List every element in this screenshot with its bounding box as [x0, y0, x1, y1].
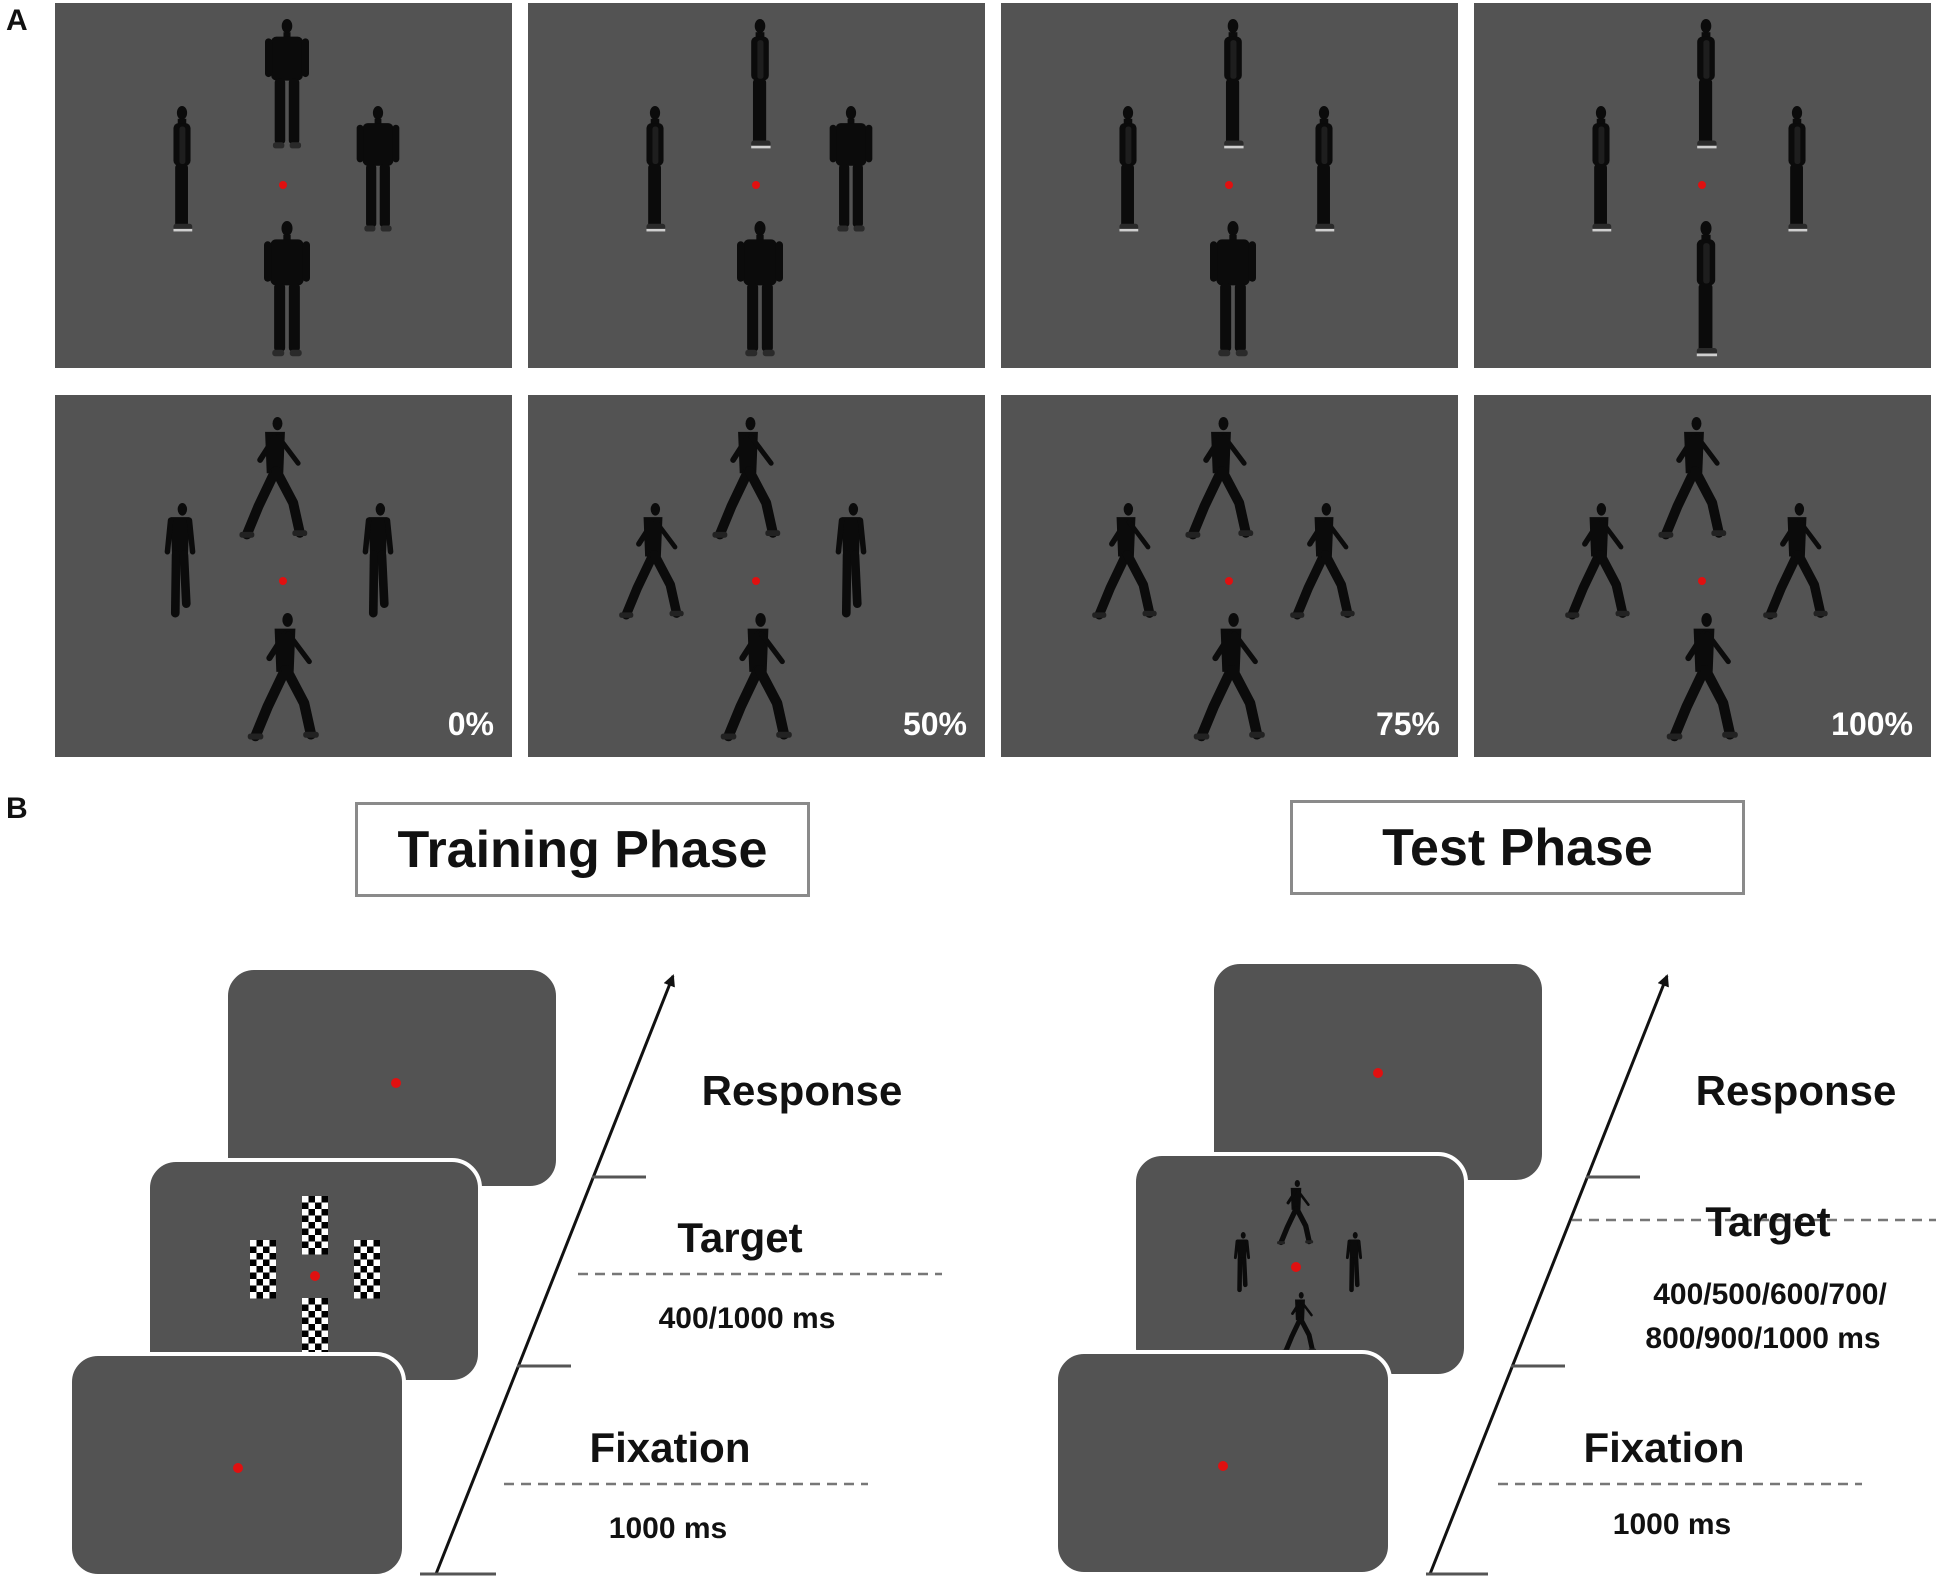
duration-label: 1000 ms — [1613, 1508, 1731, 1541]
duration-label: 400/1000 ms — [659, 1302, 836, 1335]
fixation-dot — [1698, 577, 1706, 585]
person-silhouette — [1658, 417, 1727, 540]
figures-svg — [619, 417, 867, 742]
panel-a-label: A — [6, 4, 28, 37]
panel-b-label: B — [6, 792, 28, 825]
training-response-screen — [224, 966, 560, 1190]
person-silhouette — [362, 503, 394, 618]
person-silhouette — [1697, 19, 1717, 149]
duration-label: 800/900/1000 ms — [1645, 1322, 1880, 1355]
person-silhouette — [1290, 503, 1355, 620]
stage-label: Response — [702, 1067, 903, 1114]
fixation-dot — [752, 577, 760, 585]
person-silhouette — [720, 613, 792, 742]
person-silhouette — [356, 106, 400, 232]
stimulus-walking-0: 0% — [55, 395, 512, 757]
fixation-dot — [1698, 181, 1706, 189]
stage-label: Target — [1705, 1198, 1830, 1245]
person-silhouette — [264, 221, 310, 357]
fixation-dot — [1225, 181, 1233, 189]
figures-svg — [1592, 19, 1808, 357]
duration-label: 1000 ms — [609, 1512, 727, 1545]
person-silhouette — [1193, 613, 1265, 742]
stimulus-static-0 — [55, 3, 512, 368]
person-silhouette — [1763, 503, 1828, 620]
person-silhouette — [1185, 417, 1254, 540]
stimulus-walking-75: 75% — [1001, 395, 1458, 757]
figures-svg — [164, 417, 394, 742]
person-silhouette — [737, 221, 783, 357]
fixation-dot — [1225, 577, 1233, 585]
figures-svg — [1565, 417, 1828, 742]
person-silhouette — [1696, 221, 1718, 357]
person-silhouette — [751, 19, 771, 149]
person-silhouette — [1119, 106, 1139, 232]
stage-label: Fixation — [1583, 1424, 1744, 1471]
person-silhouette — [173, 106, 193, 232]
figures-svg — [173, 19, 400, 357]
person-silhouette — [829, 106, 873, 232]
person-silhouette — [1565, 503, 1630, 620]
person-silhouette — [1666, 613, 1738, 742]
person-silhouette — [619, 503, 684, 620]
person-silhouette — [247, 613, 319, 742]
training-fixation-screen — [68, 1352, 406, 1578]
training-target-screen — [146, 1158, 482, 1384]
person-silhouette — [1592, 106, 1612, 232]
percent-label: 0% — [447, 706, 494, 742]
person-silhouette — [1224, 19, 1244, 149]
figures-svg — [646, 19, 873, 357]
person-silhouette — [164, 503, 196, 618]
test-response-screen — [1210, 960, 1546, 1184]
person-silhouette — [712, 417, 781, 540]
person-silhouette — [835, 503, 867, 618]
person-silhouette — [265, 19, 309, 149]
stage-label: Target — [677, 1214, 802, 1261]
stage-label: Response — [1696, 1067, 1897, 1114]
person-silhouette — [1788, 106, 1808, 232]
percent-label: 50% — [902, 706, 967, 742]
person-silhouette — [1315, 106, 1335, 232]
figures-svg — [1092, 417, 1355, 742]
training-phase-title: Training Phase — [355, 802, 810, 897]
person-silhouette — [646, 106, 666, 232]
stimulus-walking-100: 100% — [1474, 395, 1931, 757]
percent-label: 75% — [1375, 706, 1440, 742]
test-fixation-screen — [1054, 1350, 1392, 1576]
person-silhouette — [1210, 221, 1256, 357]
fixation-dot — [279, 577, 287, 585]
figures-svg — [1119, 19, 1335, 357]
stimulus-static-75 — [1001, 3, 1458, 368]
stimulus-static-100 — [1474, 3, 1931, 368]
stimulus-walking-50: 50% — [528, 395, 985, 757]
fixation-dot — [752, 181, 760, 189]
stage-label: Fixation — [589, 1424, 750, 1471]
duration-label: 400/500/600/700/ — [1653, 1278, 1887, 1311]
person-silhouette — [239, 417, 308, 540]
test-timeline: Response Target 400/500/600/700/ 800/900… — [1054, 960, 1936, 1576]
stimulus-static-50 — [528, 3, 985, 368]
training-timeline: Response Target 400/1000 ms Fixation 100… — [68, 966, 942, 1578]
person-silhouette — [1092, 503, 1157, 620]
percent-label: 100% — [1831, 706, 1913, 742]
test-phase-title: Test Phase — [1290, 800, 1745, 895]
test-target-screen — [1132, 1152, 1468, 1378]
fixation-dot — [279, 181, 287, 189]
